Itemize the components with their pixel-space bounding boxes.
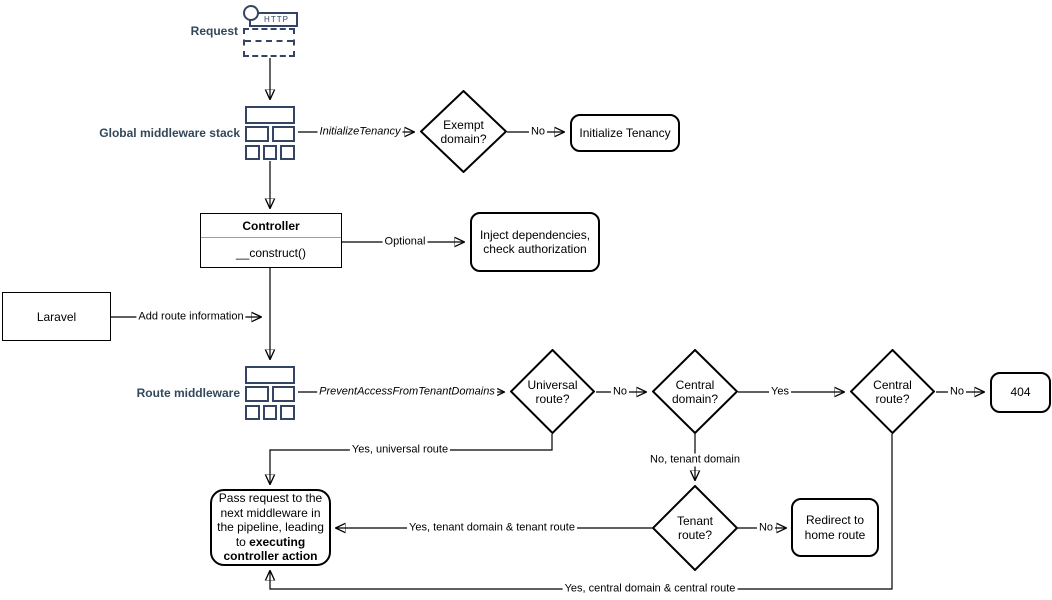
controller-method: __construct() bbox=[235, 246, 307, 260]
decision-universal-route: Universal route? bbox=[510, 349, 595, 434]
stack-rect bbox=[280, 405, 295, 420]
edge-label-prevent-access: PreventAccessFromTenantDomains bbox=[317, 385, 497, 399]
stack-rect bbox=[272, 126, 295, 142]
edge-label-yes-central-domain-route: Yes, central domain & central route bbox=[562, 582, 738, 596]
laravel-box: Laravel bbox=[2, 292, 111, 341]
inject-dependencies-box: Inject dependencies, check authorization bbox=[470, 212, 600, 272]
global-middleware-stack-label: Global middleware stack bbox=[99, 126, 240, 140]
controller-title: Controller bbox=[201, 214, 341, 238]
stack-rect bbox=[245, 126, 269, 142]
edge-label-central-domain-yes: Yes bbox=[769, 385, 791, 399]
request-label: Request bbox=[190, 24, 238, 38]
decision-universal-route-label: Universal route? bbox=[527, 377, 578, 406]
edge-label-initialize-tenancy: InitializeTenancy bbox=[317, 125, 403, 139]
stack-rect bbox=[263, 405, 277, 420]
route-middleware-stack-icon bbox=[245, 365, 295, 421]
decision-tenant-route: Tenant route? bbox=[652, 485, 738, 571]
edge-label-optional: Optional bbox=[382, 235, 428, 249]
http-icon-divider bbox=[245, 40, 293, 42]
edge-label-central-route-no: No bbox=[947, 385, 967, 399]
stack-rect bbox=[245, 106, 295, 124]
decision-exempt-domain-label: Exempt domain? bbox=[440, 117, 487, 146]
pass-request-box: Pass request to the next middleware in t… bbox=[210, 489, 331, 566]
decision-exempt-domain: Exempt domain? bbox=[420, 90, 507, 173]
edge-universal-yes-to-pass bbox=[270, 434, 553, 484]
stack-rect bbox=[272, 386, 295, 402]
route-middleware-label: Route middleware bbox=[136, 386, 240, 400]
pass-request-text: Pass request to the next middleware in t… bbox=[217, 491, 324, 564]
global-middleware-stack-icon bbox=[245, 105, 295, 161]
decision-central-route-label: Central route? bbox=[873, 377, 912, 406]
decision-central-domain-label: Central domain? bbox=[671, 377, 719, 406]
stack-rect bbox=[245, 386, 269, 402]
edge-label-exempt-no: No bbox=[528, 125, 548, 139]
stack-rect bbox=[263, 145, 277, 160]
decision-central-domain: Central domain? bbox=[652, 349, 738, 434]
edge-label-no-tenant-domain: No, tenant domain bbox=[648, 453, 742, 467]
stack-rect bbox=[280, 145, 295, 160]
http-icon-label: HTTP bbox=[264, 15, 289, 24]
stack-rect bbox=[245, 145, 260, 160]
http-icon-circle bbox=[243, 5, 259, 21]
redirect-home-box: Redirect to home route bbox=[791, 498, 879, 557]
decision-tenant-route-label: Tenant route? bbox=[676, 514, 714, 542]
edge-label-universal-no: No bbox=[610, 385, 630, 399]
http-icon-body bbox=[243, 28, 295, 57]
http-request-icon: HTTP bbox=[243, 5, 298, 57]
edge-label-add-route-information: Add route information bbox=[136, 310, 246, 324]
stack-rect bbox=[245, 405, 260, 420]
controller-box: Controller __construct() bbox=[200, 213, 342, 268]
not-found-box: 404 bbox=[990, 372, 1051, 413]
edge-label-yes-universal-route: Yes, universal route bbox=[349, 443, 451, 457]
initialize-tenancy-box: Initialize Tenancy bbox=[570, 114, 680, 152]
edge-label-yes-tenant-domain-route: Yes, tenant domain & tenant route bbox=[407, 521, 577, 535]
stack-rect bbox=[245, 366, 295, 384]
edge-label-tenant-route-no: No bbox=[756, 521, 776, 535]
decision-central-route: Central route? bbox=[850, 349, 935, 434]
